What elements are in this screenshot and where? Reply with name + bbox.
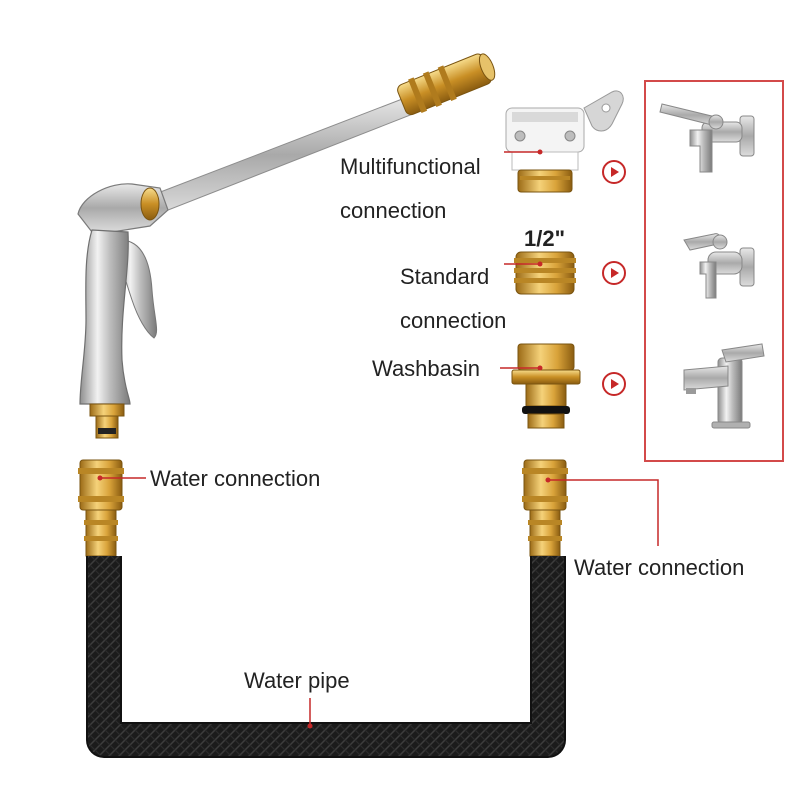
water-pipe-hose-icon: [86, 556, 566, 758]
water-pipe-label: Water pipe: [244, 668, 350, 693]
arrow-right-icon: [602, 160, 626, 184]
basin-mixer-faucet-icon: [683, 343, 765, 429]
washbasin-connector-icon: [511, 343, 581, 429]
faucet-frame: [644, 80, 784, 462]
right-water-connector-icon: [522, 459, 568, 557]
standard-connector-icon: [514, 251, 576, 295]
multifunctional-label: Multifunctional: [340, 154, 481, 179]
washbasin-label: Washbasin: [372, 356, 481, 381]
leader-lines: [97, 149, 659, 729]
left-water-connector-icon: [78, 459, 124, 557]
multifunctional-label-line2: connection: [340, 198, 447, 223]
spray-gun-icon: [77, 53, 496, 439]
wall-tap-faucet-icon: [659, 103, 755, 173]
water-connection-left-label: Water connection: [150, 466, 321, 491]
half-inch-label: 1/2": [524, 226, 566, 251]
bib-tap-faucet-icon: [683, 233, 755, 299]
water-connection-right-label: Water connection: [574, 555, 745, 580]
arrow-right-icon: [602, 372, 626, 396]
standard-label: Standard: [400, 264, 490, 289]
standard-label-line2: connection: [400, 308, 507, 333]
arrow-right-icon: [602, 261, 626, 285]
multifunctional-adapter-icon: [505, 90, 624, 193]
